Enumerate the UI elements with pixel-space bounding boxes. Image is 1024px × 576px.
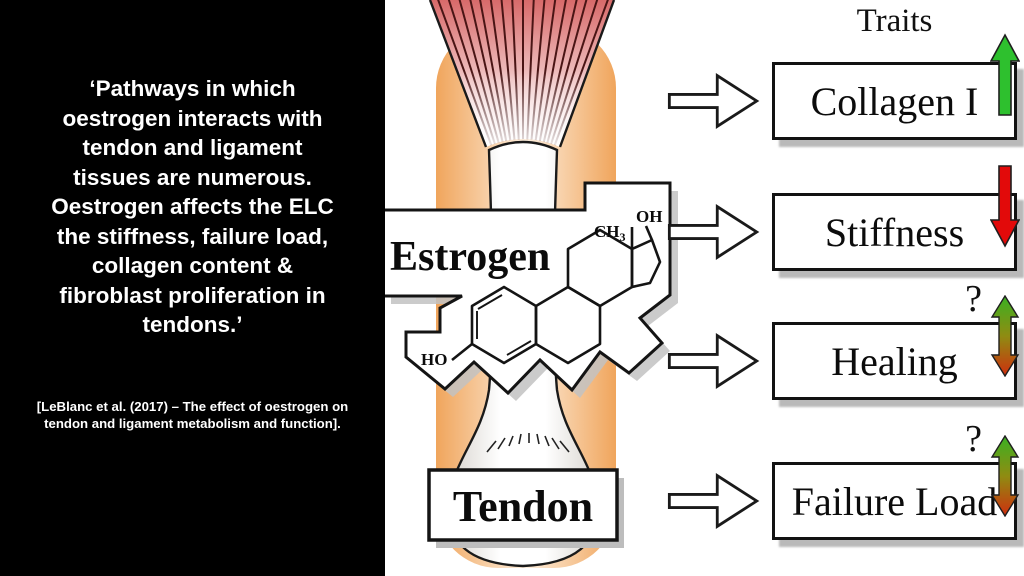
tendon-label: Tendon — [453, 482, 593, 531]
up-down-arrow-icon — [990, 295, 1020, 377]
right-arrow-icon — [667, 73, 760, 129]
question-mark: ? — [965, 278, 982, 320]
ch3-label: CH3 — [594, 222, 626, 244]
up-down-arrow-icon — [990, 435, 1020, 517]
traits-panel: Traits Collagen I — [650, 0, 1024, 576]
muscle-outline — [428, 0, 488, 148]
traits-header: Traits — [856, 3, 933, 39]
trait-row: Failure Load ? — [650, 418, 1024, 540]
tendon-label-box: Tendon — [427, 468, 624, 548]
question-mark: ? — [965, 418, 982, 460]
estradiol-structure — [451, 225, 662, 365]
ho-label: HO — [421, 350, 447, 369]
up-arrow-icon — [990, 33, 1020, 116]
trait-box: Collagen I — [772, 33, 1020, 140]
estrogen-label: Estrogen — [390, 234, 550, 280]
trait-row: Healing ? — [650, 278, 1024, 400]
oh-label: OH — [636, 207, 662, 226]
tendon-diagram: Estrogen CH3 OH HO — [385, 0, 678, 568]
trait-row: Collagen I — [650, 33, 1024, 140]
right-arrow-icon — [667, 204, 760, 260]
estrogen-panel: Estrogen CH3 OH HO — [385, 181, 678, 401]
trait-label: Healing — [831, 338, 958, 384]
trait-box: Failure Load ? — [772, 418, 1020, 540]
right-arrow-icon — [667, 473, 760, 529]
right-arrow-icon — [667, 333, 760, 389]
citation-text: [LeBlanc et al. (2017) – The effect of o… — [36, 399, 349, 431]
trait-label: Collagen I — [810, 78, 979, 124]
muscle-outline — [558, 0, 616, 148]
trait-row: Stiffness — [650, 165, 1024, 271]
bone-hatches — [486, 433, 570, 453]
trait-label: Stiffness — [824, 209, 965, 255]
trait-label: Failure Load — [791, 478, 998, 524]
quote-panel: ‘Pathways in which oestrogen interacts w… — [0, 0, 385, 576]
down-arrow-icon — [990, 165, 1020, 248]
trait-box: Stiffness — [772, 165, 1020, 271]
trait-box: Healing ? — [772, 278, 1020, 400]
quote-text: ‘Pathways in which oestrogen interacts w… — [51, 76, 334, 337]
